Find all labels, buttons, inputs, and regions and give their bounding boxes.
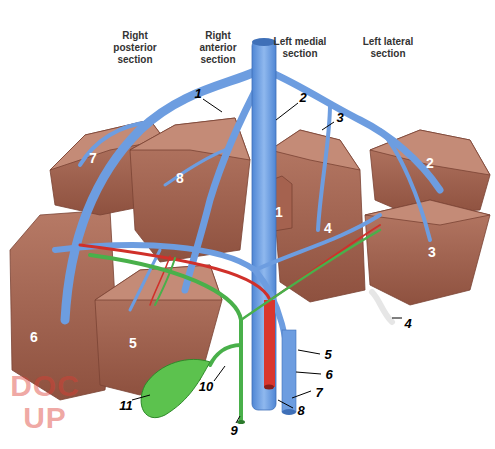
segment-number: 8 <box>176 170 184 186</box>
callout-number: 5 <box>324 347 331 362</box>
segment-3 <box>365 200 490 305</box>
hepatic-artery <box>80 225 380 385</box>
callout-number: 1 <box>194 86 201 101</box>
section-heading: Left medial section <box>270 36 330 60</box>
segment-number: 7 <box>89 150 97 166</box>
callout-number: 11 <box>119 398 133 413</box>
portal-veins <box>55 215 380 400</box>
watermark: DOC <box>10 369 80 403</box>
segment-number: 5 <box>129 335 137 351</box>
segment-number: 2 <box>426 155 434 171</box>
callout-number: 8 <box>297 403 304 418</box>
bile-duct <box>90 230 380 420</box>
leader-lines <box>132 99 402 423</box>
watermark: UP <box>23 401 67 435</box>
section-heading: Right posterior section <box>100 30 170 66</box>
segment-number: 3 <box>428 244 436 260</box>
section-heading: Right anterior section <box>188 30 248 66</box>
ligament <box>372 292 392 322</box>
segment-number: 1 <box>275 204 283 220</box>
segment-number: 4 <box>324 220 332 236</box>
callout-number: 6 <box>325 367 332 382</box>
callout-number: 10 <box>199 379 213 394</box>
callout-number: 4 <box>404 316 411 331</box>
callout-number: 2 <box>299 90 306 105</box>
segment-number: 6 <box>30 329 38 345</box>
inferior-vena-cava <box>252 40 276 410</box>
callout-number: 9 <box>230 423 237 438</box>
callout-number: 7 <box>315 385 322 400</box>
section-heading: Left lateral section <box>358 36 418 60</box>
callout-number: 3 <box>336 110 343 125</box>
